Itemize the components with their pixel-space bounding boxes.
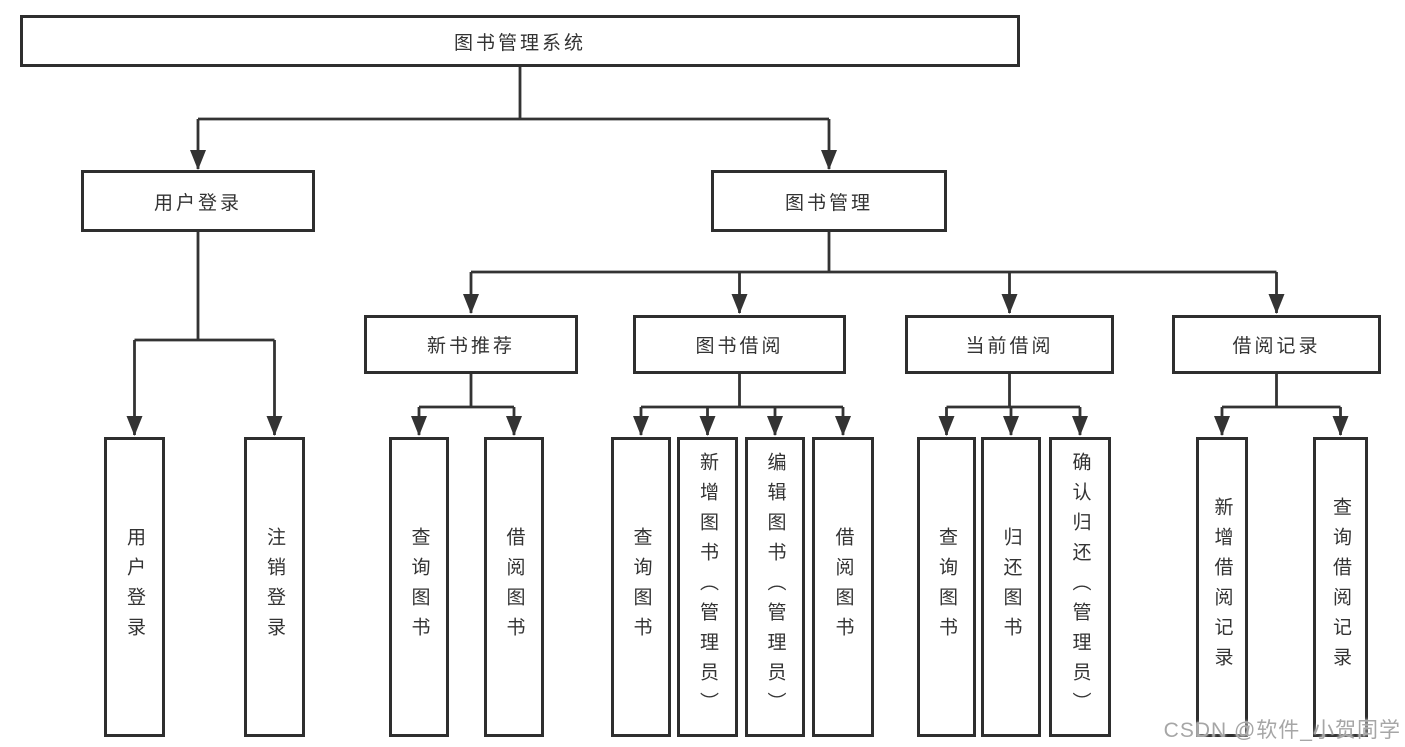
node-book-borrowing-label: 图书借阅 <box>695 336 784 357</box>
connector-new-book-recommend-to-leaves <box>411 374 522 436</box>
node-root-system: 图书管理系统 <box>20 15 1020 67</box>
node-leaf-query-books-borrowing: 查询图书 <box>611 437 671 737</box>
connector-root-to-level2 <box>190 67 837 170</box>
node-borrowing-records: 借阅记录 <box>1172 315 1381 374</box>
node-new-book-recommend: 新书推荐 <box>364 315 578 374</box>
node-book-management-label: 图书管理 <box>784 192 873 214</box>
node-leaf-user-login: 用户登录 <box>104 437 165 737</box>
node-leaf-logout: 注销登录 <box>244 437 305 737</box>
connector-borrowing-records-to-leaves <box>1214 374 1349 436</box>
node-leaf-query-books-recommend: 查询图书 <box>389 437 449 737</box>
node-book-management: 图书管理 <box>711 170 947 232</box>
node-leaf-borrow-books-recommend: 借阅图书 <box>484 437 544 737</box>
node-leaf-add-books-admin: 新增图书（管理员） <box>677 437 738 737</box>
node-root-label: 图书管理系统 <box>453 32 586 54</box>
node-leaf-confirm-return-admin: 确认归还（管理员） <box>1049 437 1111 737</box>
node-user-login: 用户登录 <box>81 170 315 232</box>
connector-user-login-to-leaves <box>126 232 283 436</box>
node-leaf-query-books-current: 查询图书 <box>917 437 976 737</box>
node-current-borrowing: 当前借阅 <box>905 315 1114 374</box>
node-leaf-borrow-books: 借阅图书 <box>812 437 874 737</box>
node-borrowing-records-label: 借阅记录 <box>1232 336 1321 357</box>
node-new-book-recommend-label: 新书推荐 <box>426 336 515 357</box>
csdn-watermark: CSDN @软件_小贺同学 <box>1163 719 1401 742</box>
connector-book-management-to-level3 <box>463 232 1285 314</box>
connector-book-borrowing-to-leaves <box>633 374 851 436</box>
node-leaf-query-borrow-record: 查询借阅记录 <box>1313 437 1368 737</box>
node-leaf-add-borrow-record: 新增借阅记录 <box>1196 437 1248 737</box>
node-book-borrowing: 图书借阅 <box>633 315 846 374</box>
node-leaf-edit-books-admin: 编辑图书（管理员） <box>745 437 805 737</box>
connector-current-borrowing-to-leaves <box>938 374 1088 436</box>
node-user-login-label: 用户登录 <box>153 192 242 214</box>
node-leaf-return-books: 归还图书 <box>981 437 1041 737</box>
node-current-borrowing-label: 当前借阅 <box>965 336 1054 357</box>
